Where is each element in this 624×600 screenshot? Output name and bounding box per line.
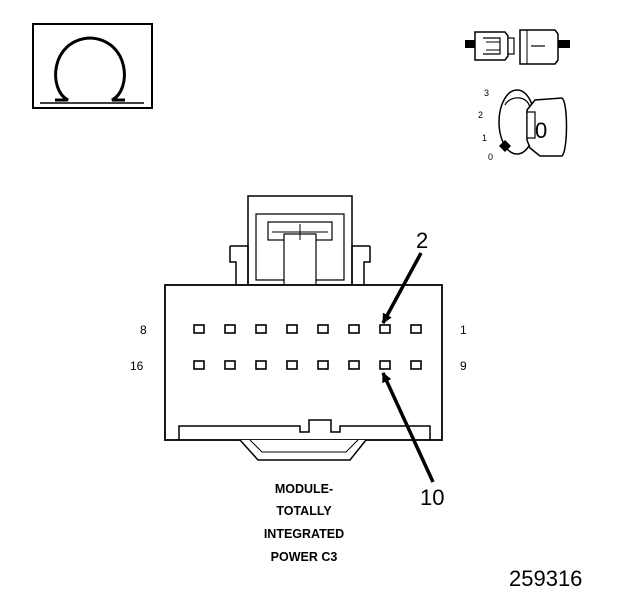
ignition-key-icon: 3 2 1 0 0: [478, 88, 568, 162]
pin-label-top-left: 8: [140, 323, 147, 337]
ignition-position-0: 0: [488, 152, 493, 162]
callout-arrow-2: [381, 252, 423, 324]
ignition-position-3: 3: [484, 88, 489, 98]
ohm-icon: [54, 36, 126, 102]
callout-pin-2: 2: [381, 228, 428, 324]
disconnected-connector-icon: [465, 29, 570, 65]
pin-cavity-15: [224, 360, 236, 370]
callout-arrow-10: [381, 372, 435, 483]
ignition-key-label: 0: [535, 118, 547, 143]
pin-cavity-16: [193, 360, 205, 370]
figure-number: 259316: [509, 566, 582, 591]
ignition-position-2: 2: [478, 110, 483, 120]
callout-label-10: 10: [420, 485, 444, 510]
pin-cavity-9: [410, 360, 422, 370]
callout-label-2: 2: [416, 228, 428, 253]
pin-cavity-5: [286, 324, 298, 334]
pin-cavity-3: [348, 324, 360, 334]
top-pin-row: [193, 324, 422, 334]
pin-cavity-8: [193, 324, 205, 334]
caption-line-3: INTEGRATED: [264, 527, 344, 541]
connector-body: [164, 195, 443, 461]
ignition-indicator-icon: [499, 140, 511, 152]
pin-cavity-14: [255, 360, 267, 370]
caption-line-2: TOTALLY: [276, 504, 332, 518]
pin-label-top-right: 1: [460, 323, 467, 337]
pin-cavity-6: [255, 324, 267, 334]
pin-cavity-7: [224, 324, 236, 334]
pin-label-bottom-right: 9: [460, 359, 467, 373]
pin-cavity-4: [317, 324, 329, 334]
pin-cavity-12: [317, 360, 329, 370]
caption-line-1: MODULE-: [275, 482, 333, 496]
ignition-position-1: 1: [482, 133, 487, 143]
bottom-pin-row: [193, 360, 422, 370]
connector-caption: MODULE- TOTALLY INTEGRATED POWER C3: [264, 482, 344, 564]
caption-line-4: POWER C3: [271, 550, 338, 564]
ohmmeter-symbol: Ω: [32, 23, 153, 109]
pin-cavity-11: [348, 360, 360, 370]
pin-cavity-1: [410, 324, 422, 334]
pin-cavity-13: [286, 360, 298, 370]
callout-pin-10: 10: [381, 372, 444, 510]
pin-cavity-10: [379, 360, 391, 370]
pin-cavity-2: [379, 324, 391, 334]
pin-label-bottom-left: 16: [130, 359, 144, 373]
